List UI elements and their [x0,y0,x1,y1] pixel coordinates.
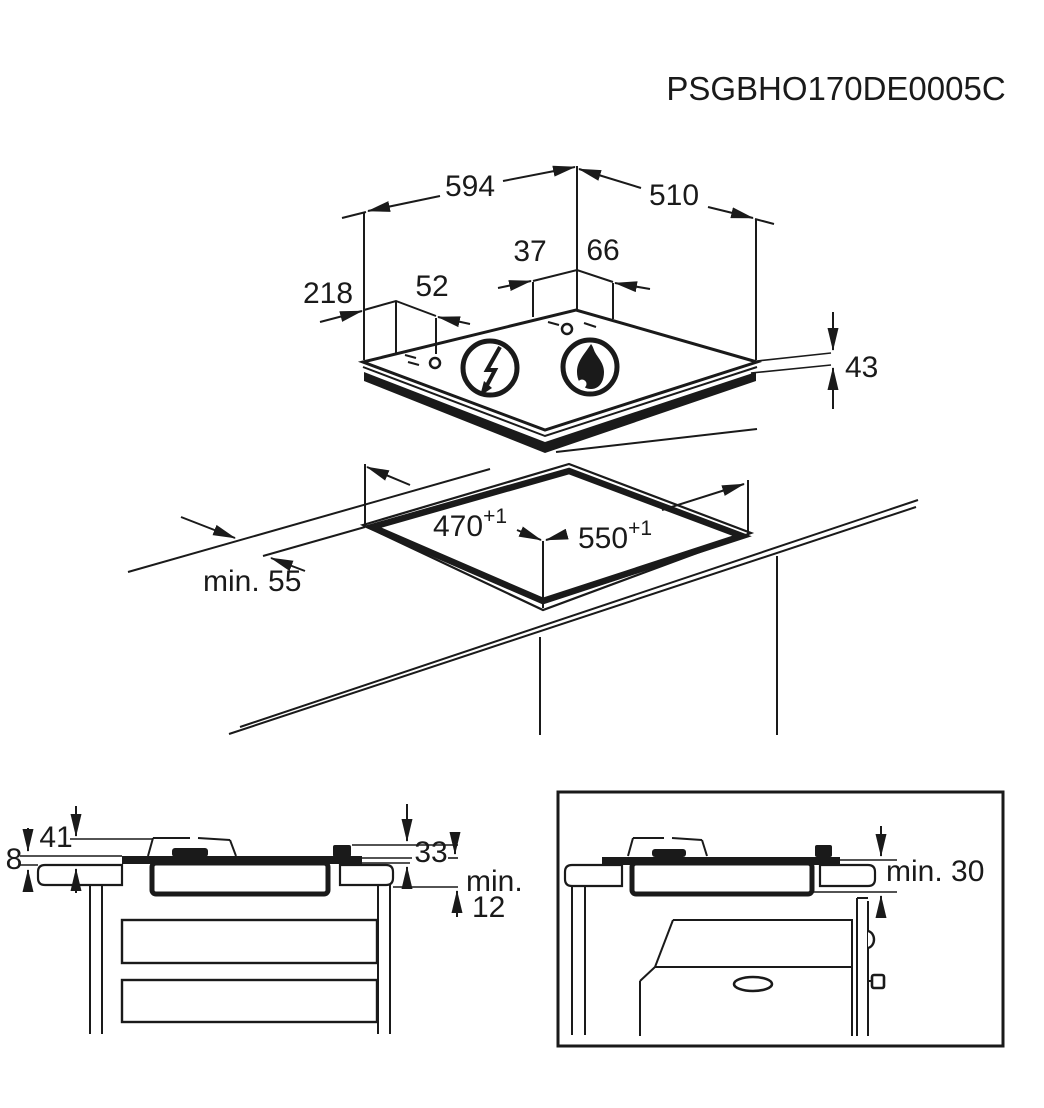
hob-body-profile [149,860,331,897]
dimension-width-594: 594 [341,165,576,219]
electric-zone-icon [460,338,520,398]
side-knob [870,973,886,990]
dim-label-66: 66 [586,234,619,267]
oven-body [639,919,853,1036]
oven-side-panel [856,897,886,1036]
product-code: PSGBHO170DE0005C [666,70,1005,107]
dim-label-43: 43 [845,351,878,384]
dim-label-550: 550+1 [578,517,652,555]
dim-label-470: 470+1 [433,505,507,543]
hob-glass-profile [122,856,362,864]
dimension-pan-support-41: 41 [39,806,152,893]
dimension-depth-510: 510 [578,168,775,225]
dim-label-52: 52 [415,270,448,303]
hob-top-face [357,308,763,432]
cabinet-front-lines [539,556,778,735]
flame-notch [577,379,587,389]
gas-zone-icon [560,337,620,397]
dim-label-8: 8 [6,843,23,876]
dimension-oven-clearance-min30: min. 30 [812,826,984,918]
dim-label-min: min. [466,865,523,898]
dimension-cutout-width-550: 550+1 [545,480,749,555]
dimension-glass-8: 8 [6,828,122,892]
hob-body [357,308,763,453]
ignition-point-rear [547,321,597,336]
dim-550-value: 550 [578,522,628,555]
worktop-left-section [563,863,624,888]
dim-label-12: 12 [472,891,505,924]
hinge-bump [867,929,876,950]
worktop-left-section [36,863,124,887]
dim-label-min30: min. 30 [886,855,984,888]
dimension-clearance-min12: min. 12 [362,832,523,924]
extension-lines [363,166,757,360]
dimension-cutout-depth-470: 470+1 [364,464,544,608]
cabinet-side-panel-left [571,886,586,1035]
hob-glass-profile [602,857,840,865]
control-knob [333,845,351,857]
worktop-back-edge-line [555,428,758,453]
ignition-point-front [404,318,442,370]
dim-label-33: 33 [414,836,447,869]
side-section-view: 41 8 33 min. 12 [6,804,523,1034]
dimension-height-43: 43 [750,312,878,409]
worktop-back-edge [127,468,491,573]
dim-470-value: 470 [433,510,483,543]
hob-isometric-view: 594 510 37 66 218 52 [303,165,878,453]
flame-icon [577,344,604,389]
dim-label-min55: min. 55 [203,565,301,598]
pan-support [147,837,237,857]
oven-door-handle [732,975,774,993]
lightning-icon [480,346,502,396]
worktop-right-section [818,863,877,888]
control-knob [815,845,832,857]
drawer-front-upper [120,918,379,965]
dim-label-594: 594 [445,170,495,203]
hob-body-profile [629,860,815,897]
frame-border [556,790,1005,1048]
worktop-cutout-view: 470+1 550+1 min. 55 [127,462,919,735]
dimension-37-66: 37 66 [497,234,651,293]
dimension-knob-33: 33 [352,804,458,889]
dimension-218-52: 218 52 [303,270,471,328]
burner-cap [652,849,686,857]
hob-glass-edge [362,366,758,438]
worktop-front-edge [228,499,919,735]
dim-470-tolerance: +1 [483,505,507,528]
dim-label-218: 218 [303,277,353,310]
dim-label-37: 37 [513,235,546,268]
burner-cap [172,848,208,857]
oven-clearance-view: min. 30 [556,790,1005,1048]
worktop-right-section [338,863,395,887]
pan-support [627,837,708,857]
dim-550-tolerance: +1 [628,517,652,540]
drawer-front-lower [120,978,379,1024]
dim-label-41: 41 [39,821,72,854]
dim-label-510: 510 [649,179,699,212]
dimension-rear-clearance-min55: min. 55 [180,516,366,598]
